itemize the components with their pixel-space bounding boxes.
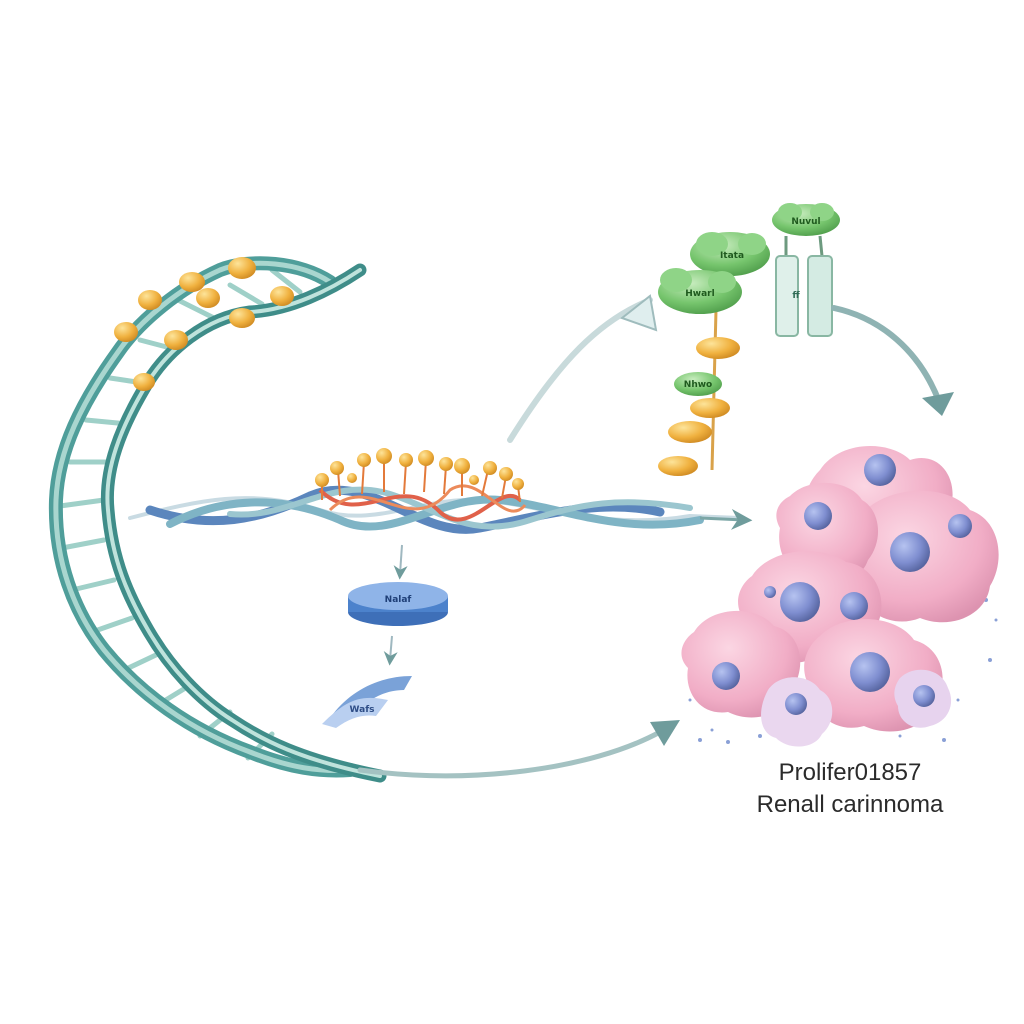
protein-b-label: Hwarl <box>685 289 714 299</box>
membrane-channel: ff <box>775 235 833 337</box>
caption-line-2: Renall carinnoma <box>756 791 944 818</box>
protein-stack: Itata Hwarl Nuvul Nhwo ff <box>658 203 840 476</box>
probe-label: Wafs <box>350 705 375 715</box>
nucleosome-beads <box>315 448 524 490</box>
helix-beads <box>114 257 294 391</box>
protein-green-b: Hwarl <box>658 268 742 314</box>
enzyme-disc: Nalaf <box>348 582 448 626</box>
protein-green-d: Nhwo <box>674 372 722 396</box>
down-connector <box>383 544 408 666</box>
arc-arrow-bottom <box>357 720 680 779</box>
cell-2 <box>843 490 999 623</box>
protein-a-label: Itata <box>720 251 744 261</box>
dna-strand-horizontal <box>128 448 753 534</box>
dna-helix-large <box>48 256 387 783</box>
protein-green-c: Nuvul <box>772 203 840 236</box>
channel-label: ff <box>792 291 800 301</box>
arc-arrow-down <box>831 305 954 416</box>
protein-green-a: Itata <box>690 232 770 276</box>
disc-label: Nalaf <box>385 595 412 605</box>
arc-arrow-up <box>507 294 658 443</box>
cell-8 <box>894 669 952 728</box>
cell-7 <box>761 677 833 747</box>
cell-cluster <box>681 446 999 747</box>
protein-c-label: Nuvul <box>791 217 820 227</box>
debris-dots <box>688 558 998 744</box>
protein-d-label: Nhwo <box>684 380 712 390</box>
probe-shape: Wafs <box>322 676 412 728</box>
caption-line-1: Prolifer01857 <box>778 759 922 786</box>
